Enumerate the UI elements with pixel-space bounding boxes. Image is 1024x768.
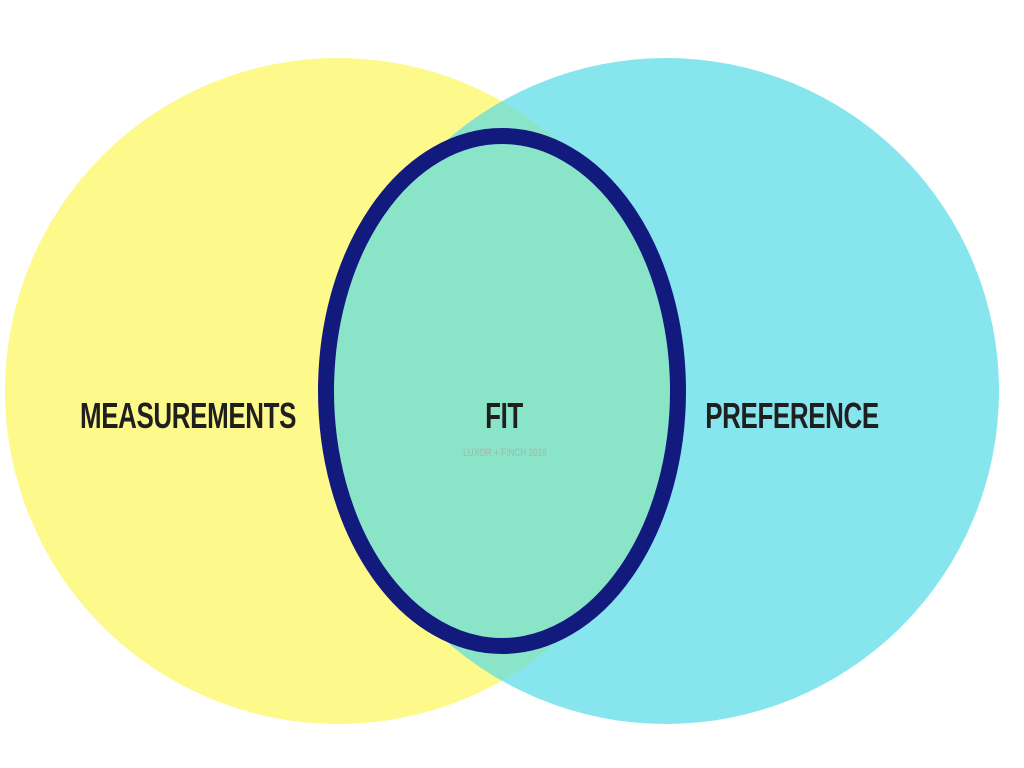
credit-text: LUXOR + FINCH 2018 bbox=[463, 447, 547, 459]
measurements-label: MEASUREMENTS bbox=[79, 395, 297, 436]
fit-label: FIT bbox=[485, 395, 523, 436]
preference-label: PREFERENCE bbox=[705, 395, 879, 436]
fit-ellipse bbox=[318, 128, 686, 654]
